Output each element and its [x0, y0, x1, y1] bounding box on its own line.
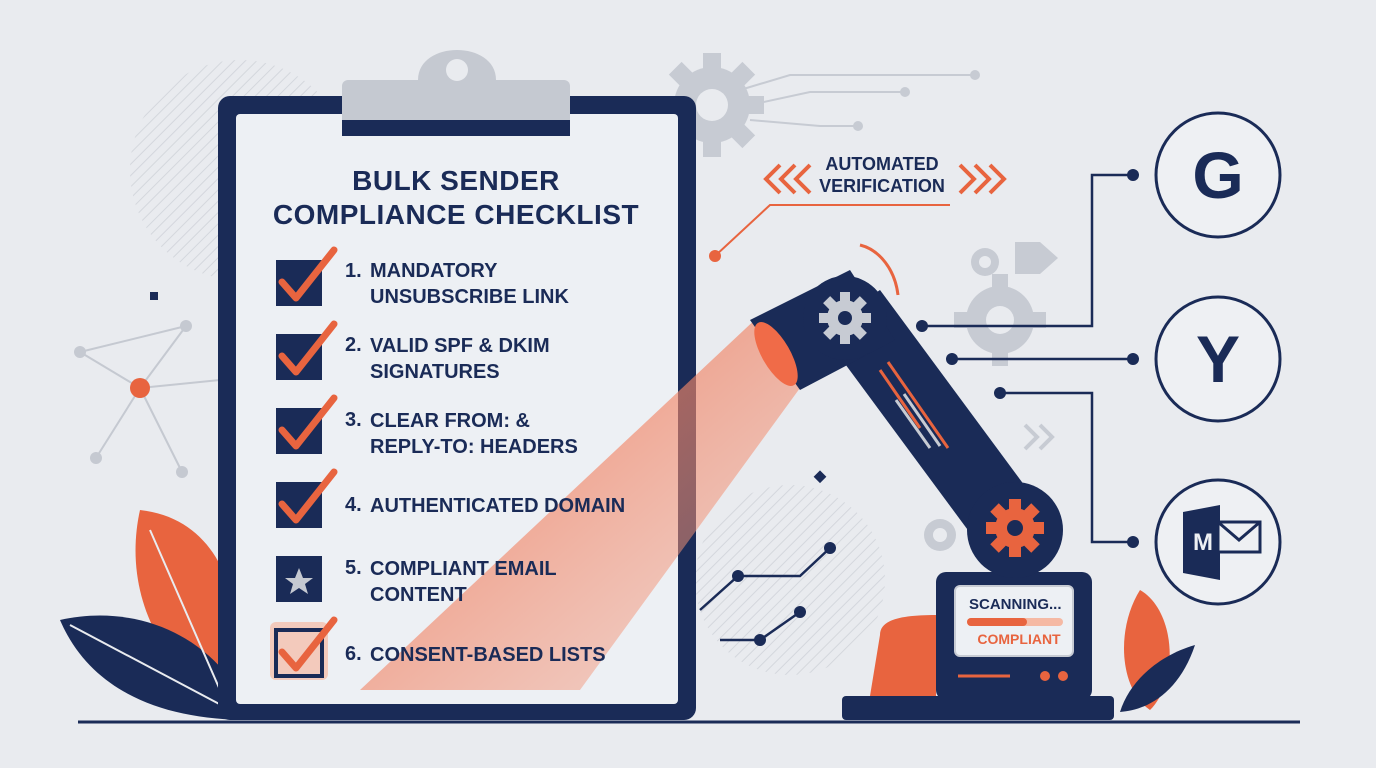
- checkbox-3: [276, 394, 338, 454]
- chevrons-right-icon: [958, 163, 1007, 195]
- checkbox-5-star: [276, 556, 322, 602]
- checkbox-4: [276, 468, 338, 528]
- item-2-number: 2.: [345, 334, 362, 356]
- item-1-number: 1.: [345, 260, 362, 282]
- progress-bar-fill: [967, 618, 1027, 626]
- yahoo-letter: Y: [1195, 322, 1241, 396]
- network-node: [180, 320, 192, 332]
- checkbox-1: [276, 246, 338, 306]
- item-6-number: 6.: [345, 643, 362, 665]
- checkbox-2: [276, 320, 338, 380]
- diamond-decor: [150, 292, 158, 300]
- item-1-text: MANDATORY UNSUBSCRIBE LINK: [370, 260, 569, 308]
- google-badge: [1154, 111, 1282, 239]
- item-6-text: CONSENT-BASED LISTS: [370, 644, 606, 666]
- connector-lines: [922, 173, 1133, 544]
- checkbox-6: [270, 616, 338, 680]
- automated-verification-label: AUTOMATED VERIFICATION: [819, 154, 945, 196]
- diamond-decor: [813, 470, 827, 484]
- gear-icon: [924, 519, 956, 551]
- leaf-decor: [135, 510, 238, 700]
- scan-beam: [360, 315, 800, 690]
- network-graph-decor: [79, 325, 221, 473]
- item-2-text: VALID SPF & DKIM SIGNATURES: [370, 335, 550, 383]
- gear-icon: [954, 274, 1046, 366]
- item-5-number: 5.: [345, 557, 362, 579]
- robot-screen-status: SCANNING...: [969, 596, 1062, 613]
- circuit-lines-decor: [739, 74, 975, 127]
- chevrons-left-icon: [763, 163, 812, 195]
- leaf-decor: [1120, 645, 1195, 712]
- hatched-circle-decor: [695, 485, 885, 675]
- item-4-number: 4.: [345, 494, 362, 516]
- outlook-icon: [1183, 505, 1262, 580]
- arrow-decor: [1015, 242, 1058, 274]
- network-hub-node: [130, 378, 150, 398]
- gear-icon: [971, 248, 999, 276]
- item-3-number: 3.: [345, 409, 362, 431]
- item-5-text: COMPLIANT EMAIL CONTENT: [370, 558, 557, 606]
- arm-stripes: [878, 361, 950, 449]
- checklist-title-line1: BULK SENDER: [352, 165, 560, 196]
- chevrons-decor: [1023, 423, 1055, 451]
- gear-icon: [819, 292, 871, 344]
- item-3-text: CLEAR FROM: & REPLY-TO: HEADERS: [370, 410, 578, 458]
- clipboard-clip: [342, 80, 570, 126]
- leaf-decor: [60, 615, 250, 720]
- outlook-letter: M: [1193, 529, 1213, 556]
- item-4-text: AUTHENTICATED DOMAIN: [370, 495, 626, 517]
- callout-line: [714, 204, 950, 257]
- robot-screen-result: COMPLIANT: [977, 631, 1061, 647]
- star-icon: [285, 568, 313, 594]
- gear-icon: [986, 499, 1044, 557]
- yahoo-badge: [1154, 295, 1282, 423]
- google-letter: G: [1192, 138, 1244, 212]
- network-node: [176, 466, 188, 478]
- checklist-title-line2: COMPLIANCE CHECKLIST: [272, 199, 640, 230]
- network-node: [90, 452, 102, 464]
- network-node: [74, 346, 86, 358]
